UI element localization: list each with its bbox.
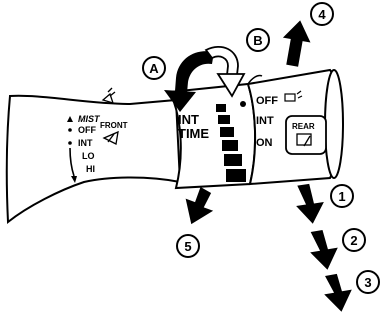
label-front: FRONT — [100, 121, 128, 130]
arrow-2 — [310, 229, 338, 270]
rear-washer-icon — [284, 90, 303, 102]
stalk-grip — [5, 94, 182, 225]
arrow-1 — [296, 183, 324, 224]
rear-label-off: OFF — [256, 95, 278, 107]
rear-label-int: INT — [256, 115, 274, 127]
rotation-arrow-a — [164, 51, 214, 112]
marker-a — [142, 56, 166, 80]
label-lo: LO — [82, 151, 95, 161]
arrow-4 — [282, 20, 311, 67]
marker-a-label: A — [149, 61, 159, 76]
marker-b — [246, 28, 270, 52]
front-wiper-labels: MIST OFF INT LO HI — [78, 114, 101, 174]
position-marker — [67, 116, 77, 183]
marker-3 — [356, 270, 380, 294]
int-time-line1: INT — [178, 112, 199, 127]
label-off: OFF — [78, 125, 96, 135]
front-washer-icon — [101, 87, 116, 104]
tip-end-cap — [324, 69, 344, 179]
label-mist: MIST — [78, 114, 101, 124]
int-time-dot — [240, 101, 246, 107]
marker-4 — [310, 2, 334, 26]
marker-b-label: B — [253, 33, 262, 48]
arrow-5 — [185, 187, 214, 225]
rear-button-label: REAR — [292, 122, 315, 131]
marker-2-label: 2 — [350, 233, 357, 248]
label-int: INT — [78, 138, 93, 148]
marker-1-label: 1 — [338, 189, 345, 204]
rotation-arrow-b — [204, 45, 246, 98]
int-time-bars — [216, 104, 246, 182]
marker-3-label: 3 — [364, 275, 371, 290]
marker-1 — [330, 184, 354, 208]
int-time-line2: TIME — [178, 126, 209, 141]
ring-edge-line — [247, 74, 263, 85]
marker-2 — [342, 228, 366, 252]
rear-wiper-icon — [296, 133, 312, 147]
rear-button[interactable] — [285, 115, 327, 155]
marker-5 — [176, 234, 200, 258]
arrow-3 — [324, 273, 352, 312]
marker-4-label: 4 — [318, 7, 326, 22]
front-wiper-icon — [102, 130, 119, 145]
marker-5-label: 5 — [184, 239, 191, 254]
rear-label-on: ON — [256, 137, 273, 149]
label-hi: HI — [86, 164, 95, 174]
